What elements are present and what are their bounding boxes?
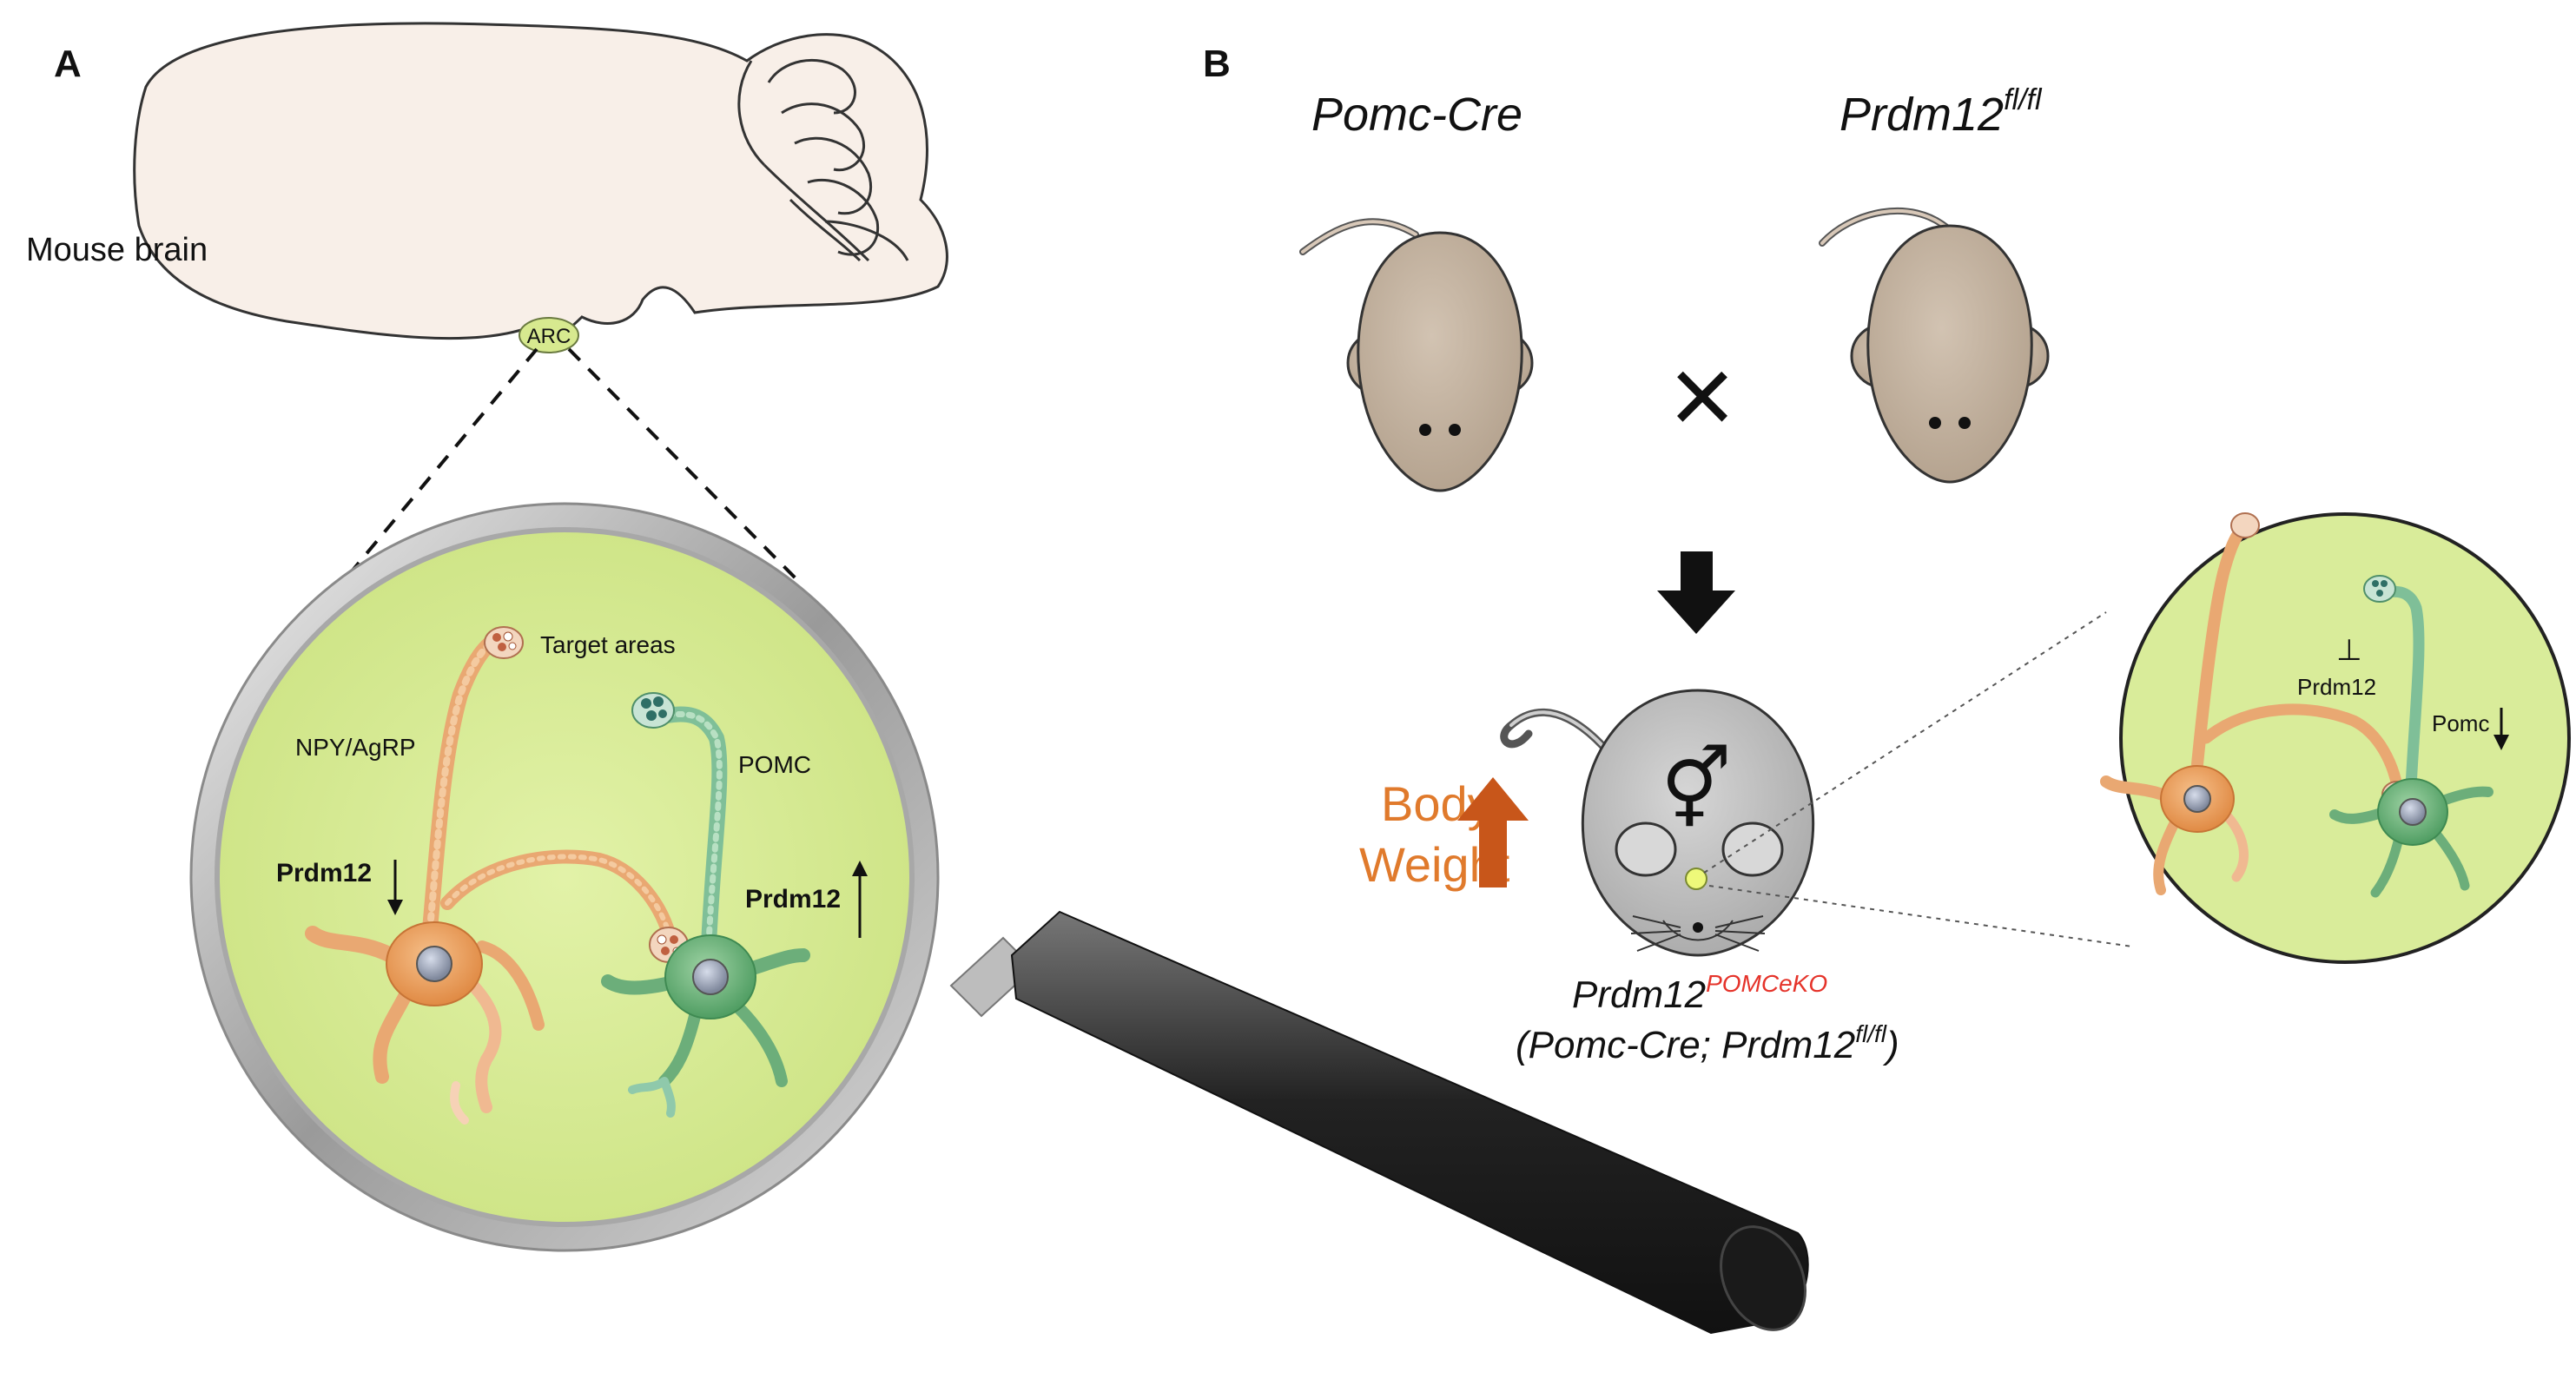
body-weight-up-arrow [1457, 777, 1529, 887]
panel-a: A ARC Mouse brain [26, 22, 1809, 1335]
mouse-brain-illustration: ARC [133, 22, 948, 353]
inset-prdm12-label: Prdm12 [2297, 674, 2376, 700]
target-terminal [484, 626, 524, 659]
prdm12-flfl-label: Prdm12fl/fl [1840, 83, 2043, 141]
ko-genotype-label: (Pomc-Cre; Prdm12fl/fl) [1516, 1020, 1899, 1066]
inset-line-bottom [1708, 885, 2133, 947]
pomc-cre-label: Pomc-Cre [1311, 89, 1522, 141]
sex-symbol: ⚥ [1661, 744, 1731, 834]
arc-label: ARC [527, 325, 571, 348]
cerebellum [737, 58, 909, 262]
prdm12-flfl-mouse [1819, 208, 2050, 484]
pomc-cre-mouse [1299, 218, 1534, 492]
nucleus [692, 959, 729, 995]
offspring-arrow [1657, 551, 1735, 634]
pomc-label: POMC [738, 751, 811, 778]
prdm12-right-label: Prdm12 [745, 885, 841, 914]
panel-b: B Pomc-Cre Prdm12fl/fl × [1203, 43, 2571, 1066]
inset-lens [2100, 512, 2571, 964]
cross-symbol: × [1669, 332, 1735, 459]
arc-region [519, 317, 579, 353]
npy-agrp-label: NPY/AgRP [295, 734, 416, 761]
target-areas-label: Target areas [540, 631, 676, 658]
nucleus [416, 946, 452, 982]
ko-name-label: Prdm12POMCeKO [1572, 970, 1827, 1016]
pomc-neuron [601, 692, 810, 1118]
magnifier-handle [949, 910, 1809, 1335]
inset-line-top [1703, 611, 2107, 874]
pomc-terminal [631, 692, 675, 729]
inset-pomc-label: Pomc [2432, 710, 2489, 736]
inhibit-symbol: ⊥ [2336, 634, 2362, 667]
arc-highlight [1685, 868, 1707, 890]
ko-mouse [1500, 689, 1815, 957]
panel-a-letter: A [54, 43, 82, 85]
mouse-brain-label: Mouse brain [26, 232, 208, 268]
npy-agrp-neuron [305, 626, 689, 1125]
panel-b-letter: B [1203, 43, 1231, 85]
prdm12-left-label: Prdm12 [276, 859, 372, 887]
whiskers [1630, 915, 1766, 952]
brain-outline [133, 22, 948, 342]
